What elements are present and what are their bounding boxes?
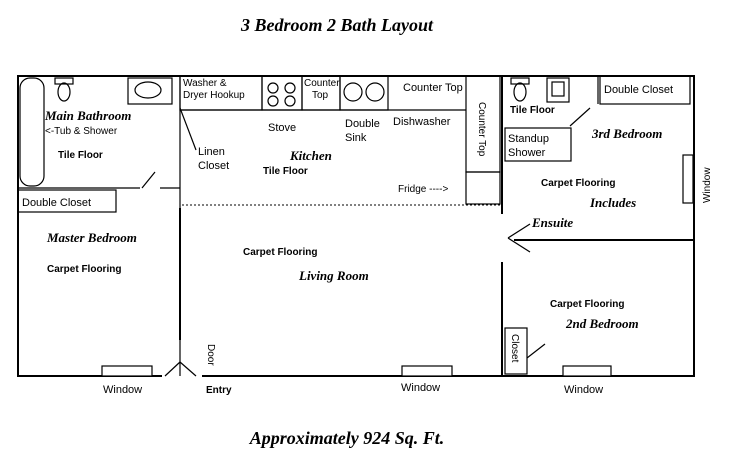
second-carpet-label: Carpet Flooring bbox=[550, 299, 624, 310]
window-right bbox=[562, 365, 612, 377]
ensuite-sink bbox=[546, 77, 570, 103]
burner-4 bbox=[284, 95, 296, 107]
bath-tile-floor-label: Tile Floor bbox=[58, 150, 103, 161]
third-carpet-label: Carpet Flooring bbox=[541, 178, 615, 189]
double-closet-right bbox=[599, 75, 691, 105]
standup-label: Standup bbox=[508, 133, 549, 145]
living-carpet-label: Carpet Flooring bbox=[243, 247, 317, 258]
ensuite-tile-label: Tile Floor bbox=[510, 105, 555, 116]
counter-top-label: Top bbox=[312, 90, 329, 101]
kitchen-tile-label: Tile Floor bbox=[263, 166, 308, 177]
double-closet-left bbox=[17, 189, 117, 213]
sink-bowl-1 bbox=[343, 82, 363, 102]
window-left bbox=[101, 365, 153, 377]
bath-sink-counter bbox=[127, 77, 173, 105]
washer-label: Washer & bbox=[183, 78, 227, 89]
bath-sink-bowl bbox=[134, 81, 162, 99]
master-carpet-label: Carpet Flooring bbox=[47, 264, 121, 275]
door-label: Door bbox=[205, 344, 216, 366]
window-left-label: Window bbox=[103, 384, 142, 396]
tub-shower-label: <-Tub & Shower bbox=[45, 126, 118, 137]
square-footage: Approximately 924 Sq. Ft. bbox=[249, 428, 445, 448]
dishwasher-label: Dishwasher bbox=[393, 116, 451, 128]
linen-label: Linen bbox=[198, 146, 225, 158]
standup-shower bbox=[504, 127, 572, 162]
kitchen-label: Kitchen bbox=[289, 148, 332, 163]
counter-top-vertical-label: Counter Top bbox=[476, 102, 487, 157]
counter-label: Counter bbox=[304, 78, 340, 89]
closet-door bbox=[526, 343, 546, 359]
dryer-label: Dryer Hookup bbox=[183, 90, 245, 101]
burner-1 bbox=[267, 82, 279, 94]
entry-label: Entry bbox=[206, 385, 232, 396]
ensuite-arrow-line-2 bbox=[507, 237, 531, 253]
closet-vertical-label: Closet bbox=[509, 334, 520, 363]
toilet-tank-ensuite bbox=[510, 77, 530, 85]
window-middle-label: Window bbox=[401, 382, 440, 394]
toilet-tank-main bbox=[54, 77, 74, 85]
bath-door-swing bbox=[141, 171, 156, 189]
ensuite-door bbox=[569, 107, 591, 127]
toilet-bowl-ensuite bbox=[513, 82, 527, 102]
closet-vertical bbox=[504, 327, 528, 375]
double-closet-right-label: Double Closet bbox=[604, 84, 673, 96]
plan-title: 3 Bedroom 2 Bath Layout bbox=[240, 15, 434, 35]
shower-label: Shower bbox=[508, 147, 546, 159]
ensuite-sink-bowl bbox=[551, 81, 565, 97]
stove-label: Stove bbox=[268, 122, 296, 134]
main-bathroom-label: Main Bathroom bbox=[44, 108, 131, 123]
stove bbox=[261, 75, 303, 111]
entry-door-swing-1 bbox=[164, 361, 181, 377]
side-window bbox=[682, 154, 694, 204]
entry-door-swing-2 bbox=[179, 361, 197, 377]
burner-2 bbox=[284, 82, 296, 94]
window-right-label: Window bbox=[564, 384, 603, 396]
window-middle bbox=[401, 365, 453, 377]
second-bedroom-label: 2nd Bedroom bbox=[565, 316, 639, 331]
fridge-label: Fridge ----> bbox=[398, 184, 448, 195]
ensuite-label: Ensuite bbox=[531, 215, 573, 230]
counter-top-main-label: Counter Top bbox=[403, 82, 463, 94]
burner-3 bbox=[267, 95, 279, 107]
linen-diag bbox=[179, 107, 197, 151]
toilet-bowl-main bbox=[57, 82, 71, 102]
sink-label: Sink bbox=[345, 132, 367, 144]
third-bedroom-label: 3rd Bedroom bbox=[591, 126, 662, 141]
bathtub bbox=[19, 77, 45, 187]
double-closet-left-label: Double Closet bbox=[22, 197, 91, 209]
master-bedroom-label: Master Bedroom bbox=[46, 230, 137, 245]
fridge bbox=[465, 171, 501, 205]
side-window-label: Window bbox=[702, 167, 713, 203]
ensuite-arrow-line bbox=[507, 223, 531, 239]
includes-label: Includes bbox=[589, 195, 636, 210]
living-room-label: Living Room bbox=[298, 268, 369, 283]
double-sink bbox=[339, 75, 389, 111]
double-label: Double bbox=[345, 118, 380, 130]
linen-closet-label: Closet bbox=[198, 160, 229, 172]
sink-bowl-2 bbox=[365, 82, 385, 102]
